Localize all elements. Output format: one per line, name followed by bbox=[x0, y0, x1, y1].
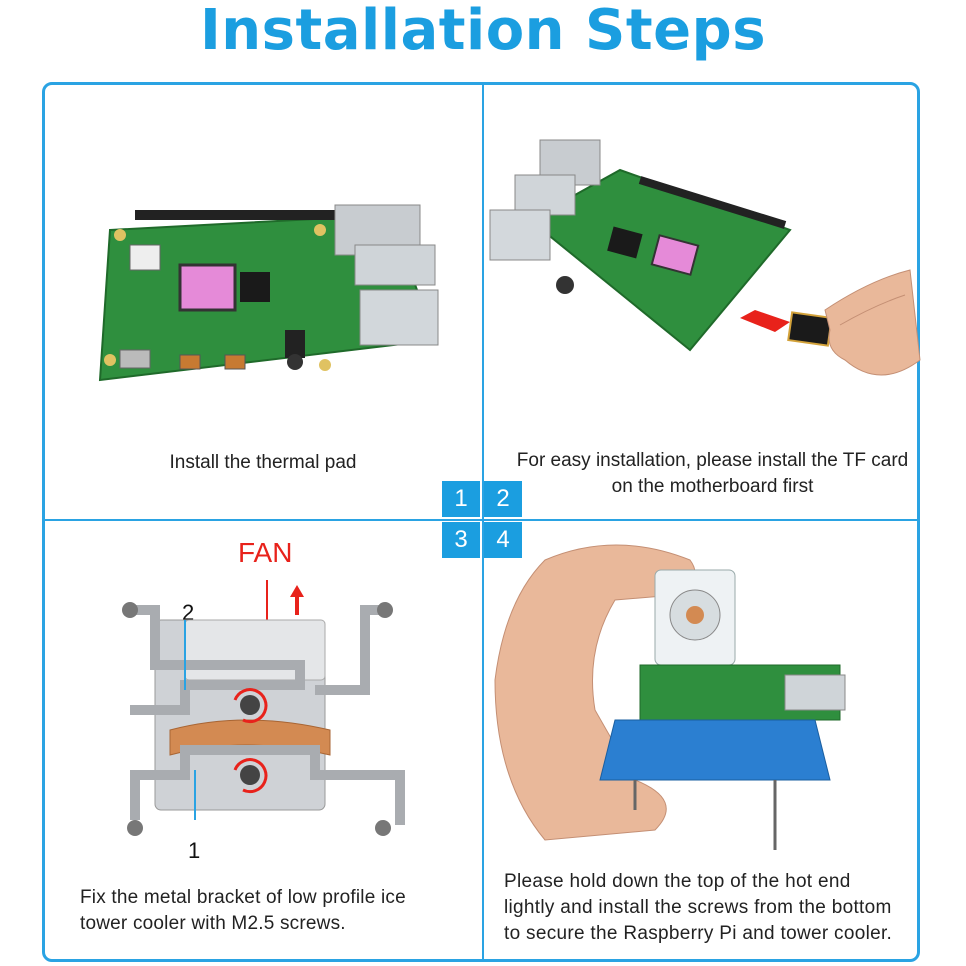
step-2-board-illustration bbox=[489, 139, 921, 376]
step-4-caption-line-3: to secure the Raspberry Pi and tower coo… bbox=[504, 923, 893, 944]
step-2-caption: For easy installation, please install th… bbox=[490, 448, 935, 500]
fan-label: FAN bbox=[238, 537, 293, 568]
step-3-caption-line-2: tower cooler with M2.5 screws. bbox=[80, 913, 346, 934]
step-3-caption-line-1: Fix the metal bracket of low profile ice bbox=[80, 887, 406, 908]
step-3-bracket-illustration bbox=[122, 580, 405, 836]
step-4-assembly-illustration bbox=[494, 544, 846, 850]
step-3-badge: 3 bbox=[442, 522, 480, 558]
steps-frame bbox=[42, 82, 920, 962]
step-2-caption-line-1: For easy installation, please install th… bbox=[516, 450, 909, 471]
step-4-badge: 4 bbox=[484, 522, 522, 558]
horizontal-divider bbox=[45, 519, 917, 521]
step-1-board-illustration bbox=[98, 204, 439, 382]
step-1-caption: Install the thermal pad bbox=[169, 452, 357, 473]
page-title: Installation Steps bbox=[199, 0, 767, 63]
step-2-caption-line-2: on the motherboard first bbox=[611, 476, 814, 497]
step-1-badge: 1 bbox=[442, 481, 480, 517]
step-4-caption-line-1: Please hold down the top of the hot end bbox=[504, 871, 851, 892]
step-2-badge: 2 bbox=[484, 481, 522, 517]
part-label-2: 2 bbox=[182, 600, 195, 625]
part-label-1: 1 bbox=[188, 838, 201, 863]
vertical-divider bbox=[482, 85, 484, 959]
step-4-caption-line-2: lightly and install the screws from the … bbox=[504, 897, 892, 918]
step-4-caption: Please hold down the top of the hot end … bbox=[504, 869, 924, 947]
step-3-caption: Fix the metal bracket of low profile ice… bbox=[80, 885, 480, 937]
